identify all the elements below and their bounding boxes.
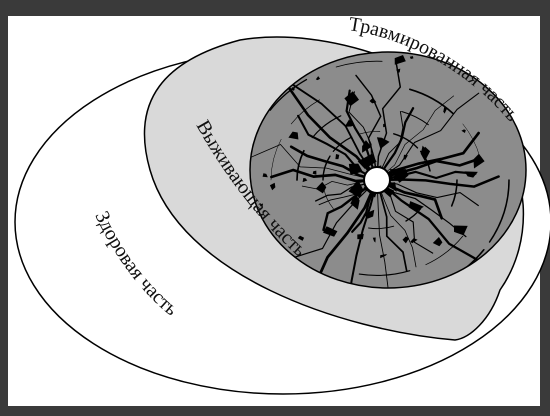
- crack-splotch: [357, 153, 377, 169]
- crack-splotch: [376, 137, 390, 149]
- crack-splotch: [389, 182, 397, 192]
- crack-splotch: [315, 76, 321, 81]
- crack-splotch: [323, 226, 338, 237]
- crack-arc: [488, 179, 510, 243]
- crack-arc: [269, 78, 308, 111]
- crack-arc: [311, 115, 342, 139]
- crack-arc: [359, 131, 381, 135]
- crack-line: [289, 145, 379, 182]
- crack-arc: [368, 225, 395, 230]
- crack-splotch: [350, 193, 360, 210]
- crack-splotch: [396, 68, 401, 73]
- crack-splotch: [380, 254, 387, 259]
- crack-arc: [322, 155, 331, 181]
- crack-splotch: [464, 171, 478, 178]
- crack-splotch: [288, 131, 299, 140]
- crack-splotch: [262, 173, 268, 178]
- crack-arc: [335, 60, 383, 68]
- crack-arc: [425, 235, 464, 266]
- crack-splotch: [420, 146, 431, 162]
- crack-arc: [401, 110, 429, 126]
- crack-splotch: [348, 179, 364, 198]
- crack-splotch: [348, 163, 363, 175]
- crack-splotch: [297, 235, 305, 241]
- crack-splotch: [269, 182, 276, 191]
- crack-arc: [270, 138, 282, 181]
- crack-splotch: [403, 154, 408, 161]
- crack-arc: [393, 133, 419, 149]
- crack-splotch: [410, 238, 418, 244]
- crack-line: [376, 95, 455, 181]
- crack-splotch: [369, 97, 377, 104]
- crack-line: [376, 179, 417, 268]
- crack-splotch: [461, 129, 466, 133]
- crack-splotch: [443, 107, 447, 114]
- crack-arc: [419, 150, 431, 172]
- crack-line: [311, 178, 379, 288]
- crack-arc: [332, 136, 353, 153]
- crack-line: [376, 61, 402, 181]
- crack-splotch: [344, 91, 359, 107]
- crack-line: [376, 179, 408, 272]
- crack-arc: [290, 99, 320, 125]
- crack-splotch: [393, 176, 397, 181]
- crack-splotch: [259, 203, 263, 207]
- crack-splotch: [302, 178, 308, 183]
- crack-line: [375, 170, 477, 182]
- crack-splotch: [372, 237, 376, 243]
- crack-line: [250, 144, 378, 181]
- crack-arc: [296, 149, 305, 181]
- crack-splotch: [432, 237, 443, 247]
- crack-line: [376, 92, 480, 181]
- crack-splotch: [344, 119, 355, 127]
- crack-arc: [408, 88, 454, 115]
- crack-splotch: [394, 55, 406, 65]
- crack-splotch: [335, 154, 340, 160]
- crack-line: [371, 179, 389, 288]
- crack-splotch: [409, 56, 414, 59]
- crack-splotch: [290, 87, 295, 91]
- crack-splotch: [402, 236, 409, 244]
- injured-zone-outline: [249, 51, 527, 289]
- crack-splotch: [383, 123, 386, 128]
- crack-line: [270, 168, 379, 183]
- crack-line: [348, 91, 378, 181]
- crack-arc: [450, 179, 458, 207]
- crack-splotch: [408, 201, 424, 212]
- crack-splotch: [389, 169, 409, 183]
- impact-point: [363, 166, 391, 194]
- crack-splotch: [315, 181, 327, 194]
- crack-splotch: [362, 140, 372, 153]
- crack-splotch: [454, 225, 468, 236]
- crack-splotch: [357, 233, 364, 240]
- crack-splotch: [363, 209, 375, 219]
- crack-arc: [358, 270, 411, 276]
- crack-splotch: [312, 170, 317, 175]
- crack-splotch: [473, 153, 485, 169]
